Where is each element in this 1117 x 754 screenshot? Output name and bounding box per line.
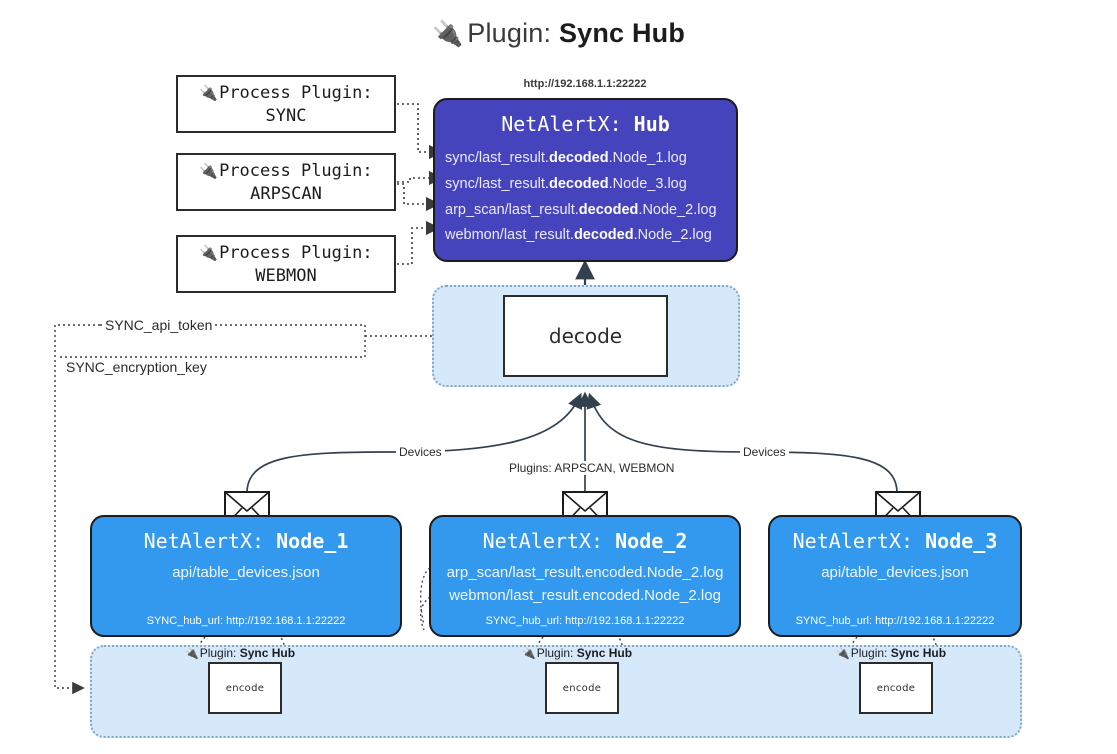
encode-box-node-2[interactable]: encode: [545, 662, 619, 714]
page-title: 🔌Plugin: Sync Hub: [0, 18, 1117, 49]
process-plugin-label: Process Plugin:: [219, 83, 373, 104]
page-title-prefix: Plugin:: [467, 18, 552, 48]
process-plugin-value: SYNC: [265, 106, 307, 126]
hub-card[interactable]: NetAlertX: Hub sync/last_result.decoded.…: [433, 98, 738, 262]
node-title-name: Node_1: [276, 529, 349, 553]
edge-label-devices-right: Devices: [740, 445, 789, 459]
encode-box-node-3[interactable]: encode: [859, 662, 933, 714]
hub-title-name: Hub: [633, 112, 670, 136]
hub-title-prefix: NetAlertX:: [501, 112, 622, 136]
node-title-prefix: NetAlertX:: [792, 529, 914, 553]
process-plugin-webmon[interactable]: 🔌Process Plugin: WEBMON: [176, 235, 396, 293]
plug-icon: 🔌: [199, 84, 219, 103]
node-line: api/table_devices.json: [172, 564, 320, 581]
hub-title: NetAlertX: Hub: [435, 112, 736, 136]
hub-log-list: sync/last_result.decoded.Node_1.log sync…: [435, 146, 736, 249]
process-plugin-label: Process Plugin:: [219, 161, 373, 182]
node-footer: SYNC_hub_url: http://192.168.1.1:22222: [795, 615, 995, 627]
node-footer: SYNC_hub_url: http://192.168.1.1:22222: [485, 615, 685, 627]
node-line: arp_scan/last_result.encoded.Node_2.log: [446, 564, 724, 581]
decode-box[interactable]: decode: [503, 295, 668, 377]
node-title-prefix: NetAlertX:: [143, 529, 265, 553]
process-plugin-sync[interactable]: 🔌Process Plugin: SYNC: [176, 75, 396, 133]
plug-icon: 🔌: [199, 162, 219, 181]
edge-label-plugins-center: Plugins: ARPSCAN, WEBMON: [506, 461, 678, 475]
node-card-node-3[interactable]: NetAlertX: Node_3 api/table_devices.json…: [768, 515, 1022, 637]
node-title-name: Node_3: [925, 529, 998, 553]
node-card-node-1[interactable]: NetAlertX: Node_1 api/table_devices.json…: [90, 515, 402, 637]
encoder-plugin-tag: 🔌Plugin: Sync Hub: [185, 646, 296, 660]
plug-icon: 🔌: [522, 648, 536, 660]
node-line: webmon/last_result.encoded.Node_2.log: [449, 587, 721, 604]
encode-box-node-1[interactable]: encode: [208, 662, 282, 714]
node-title: NetAlertX: Node_1: [144, 529, 349, 553]
process-plugin-arpscan[interactable]: 🔌Process Plugin: ARPSCAN: [176, 153, 396, 211]
node-footer: SYNC_hub_url: http://192.168.1.1:22222: [146, 615, 346, 627]
page-title-name: Sync Hub: [558, 18, 686, 48]
plug-icon: 🔌: [199, 244, 219, 263]
process-plugin-label: Process Plugin:: [219, 243, 373, 264]
encoder-plugin-tag: 🔌Plugin: Sync Hub: [522, 646, 633, 660]
edge-label-devices-left: Devices: [396, 445, 445, 459]
node-title: NetAlertX: Node_3: [793, 529, 998, 553]
sync-api-token-label: SYNC_api_token: [103, 317, 215, 333]
node-title-prefix: NetAlertX:: [482, 529, 604, 553]
hub-log-line: arp_scan/last_result.decoded.Node_2.log: [445, 201, 717, 218]
hub-log-line: sync/last_result.decoded.Node_1.log: [445, 150, 687, 166]
sync-encryption-key-label: SYNC_encryption_key: [64, 359, 209, 375]
node-line: api/table_devices.json: [821, 564, 969, 581]
plug-icon: 🔌: [185, 648, 199, 660]
node-card-node-2[interactable]: NetAlertX: Node_2 arp_scan/last_result.e…: [429, 515, 741, 637]
encoder-plugin-tag: 🔌Plugin: Sync Hub: [836, 646, 947, 660]
process-plugin-value: WEBMON: [255, 266, 317, 286]
hub-log-line: webmon/last_result.decoded.Node_2.log: [445, 227, 712, 244]
hub-log-line: sync/last_result.decoded.Node_3.log: [445, 175, 687, 192]
node-title-name: Node_2: [615, 529, 688, 553]
plug-icon: 🔌: [836, 648, 850, 660]
hub-url-label: http://192.168.1.1:22222: [523, 78, 647, 90]
process-plugin-value: ARPSCAN: [250, 184, 322, 204]
plug-icon: 🔌: [431, 20, 464, 48]
node-title: NetAlertX: Node_2: [483, 529, 688, 553]
